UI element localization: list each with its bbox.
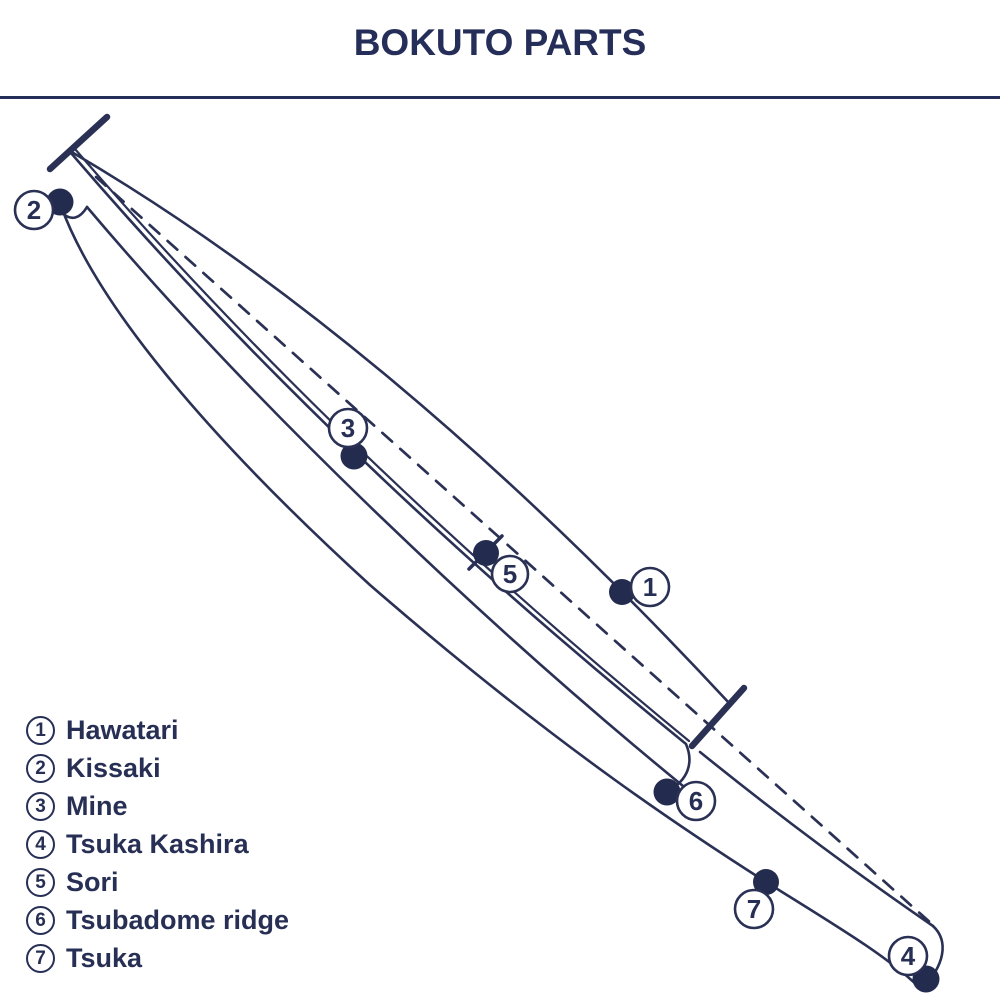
marker-circle (887, 935, 929, 977)
legend-item-number: 4 (26, 829, 55, 859)
legend-item-number: 3 (26, 791, 55, 821)
marker-dot (753, 869, 779, 895)
legend-item-number: 5 (26, 867, 55, 897)
legend-item-label: Tsubadome ridge (66, 904, 290, 935)
legend-item-number: 2 (26, 753, 55, 783)
title-divider (0, 96, 1000, 99)
marker-3: 3 (327, 407, 369, 470)
marker-dot (473, 540, 499, 566)
marker-circle (675, 780, 717, 822)
legend-item-label: Tsuka Kashira (66, 828, 249, 859)
legend: 1 Hawatari 2 Kissaki 3 Mine 4 Tsuka Kash… (26, 711, 289, 977)
shinogi-ridge-outer (69, 151, 691, 793)
blade-top-edge (68, 149, 732, 706)
legend-item-label: Hawatari (66, 714, 179, 745)
legend-item: 7 Tsuka (26, 939, 289, 977)
kissaki-tick (46, 113, 111, 173)
marker-number: 1 (643, 572, 657, 602)
marker-dot (340, 442, 368, 470)
legend-item: 5 Sori (26, 863, 289, 901)
marker-circle (490, 554, 530, 594)
page-title: BOKUTO PARTS (353, 22, 647, 63)
legend-item-number: 6 (26, 905, 55, 935)
legend-item-number: 1 (26, 715, 55, 745)
marker-6: 6 (653, 778, 717, 822)
marker-dot (609, 579, 635, 605)
marker-4: 4 (887, 935, 940, 993)
marker-circle (629, 566, 671, 608)
legend-item: 2 Kissaki (26, 749, 289, 787)
marker-number: 5 (503, 559, 517, 589)
lower-facet-line (85, 205, 685, 788)
marker-number: 7 (747, 894, 761, 924)
marker-2: 2 (13, 188, 74, 231)
legend-item-number: 7 (26, 943, 55, 973)
shinogi-ridge-inner (73, 147, 691, 743)
marker-5: 5 (473, 540, 530, 594)
center-chord-dashed-line (94, 175, 935, 927)
legend-item-label: Sori (66, 866, 119, 897)
legend-item-label: Tsuka (66, 942, 143, 973)
tsubadome-tick (688, 684, 748, 750)
legend-item: 6 Tsubadome ridge (26, 901, 289, 939)
marker-7: 7 (733, 869, 779, 930)
handle-top-edge (698, 750, 935, 928)
marker-number: 2 (27, 195, 41, 225)
legend-item: 4 Tsuka Kashira (26, 825, 289, 863)
marker-1: 1 (609, 566, 671, 608)
legend-item-label: Mine (66, 790, 128, 821)
cutting-edge-outline (59, 204, 923, 991)
legend-item: 1 Hawatari (26, 711, 289, 749)
marker-circle (733, 888, 775, 930)
marker-circle (327, 407, 369, 449)
marker-dot (653, 778, 681, 806)
marker-circle (13, 189, 55, 231)
legend-item-label: Kissaki (66, 752, 161, 783)
marker-number: 4 (901, 941, 916, 971)
marker-number: 6 (689, 786, 703, 816)
legend-item: 3 Mine (26, 787, 289, 825)
marker-number: 3 (341, 413, 355, 443)
